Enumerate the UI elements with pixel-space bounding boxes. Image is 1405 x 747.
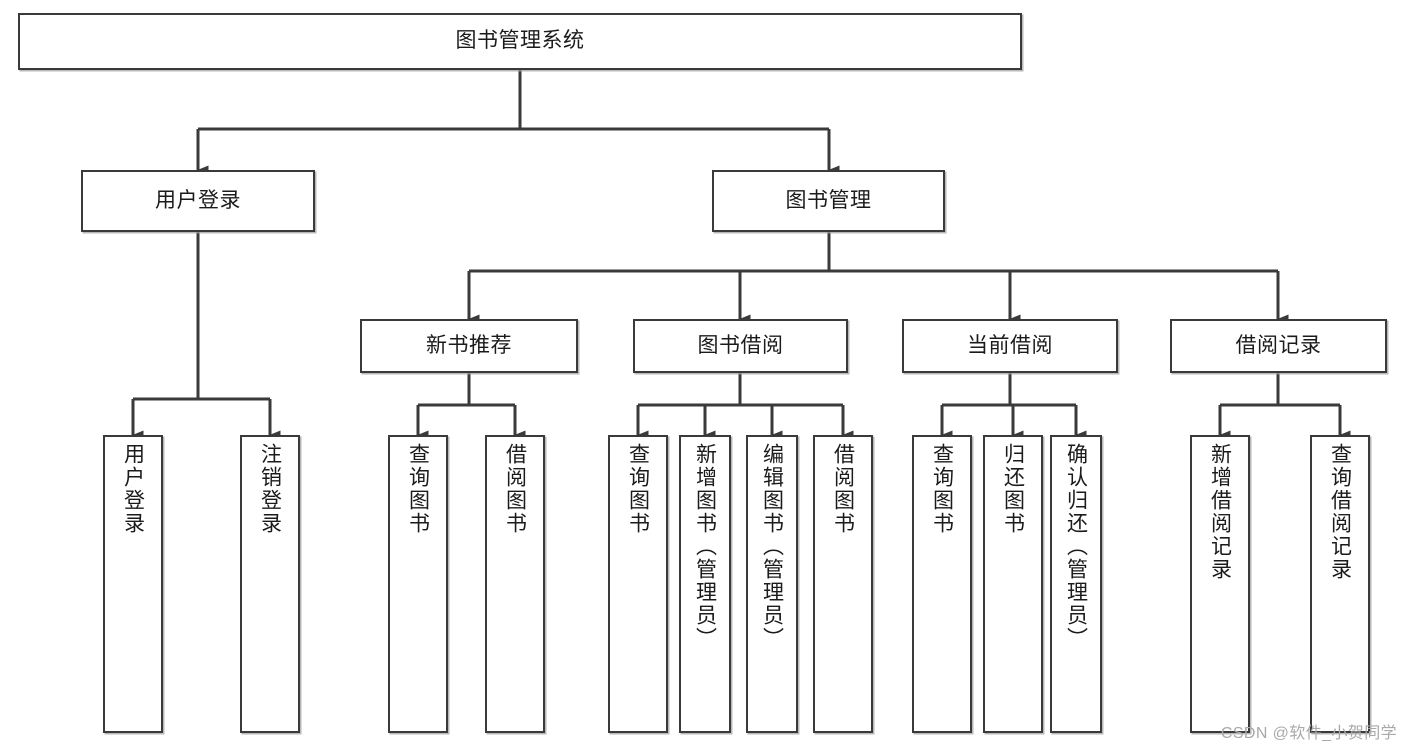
node-leaf-borrow-book-1[interactable]: 借阅图书 — [485, 435, 545, 733]
node-current-borrow[interactable]: 当前借阅 — [902, 319, 1118, 373]
node-leaf-user-logout[interactable]: 注销登录 — [240, 435, 300, 733]
node-leaf-return-book-label: 归还图书 — [1001, 443, 1025, 535]
node-leaf-return-book[interactable]: 归还图书 — [983, 435, 1043, 733]
node-leaf-query-book-2-label: 查询图书 — [626, 443, 650, 535]
node-leaf-user-logout-label: 注销登录 — [258, 443, 282, 535]
node-borrow-record-label: 借阅记录 — [1235, 333, 1322, 357]
node-new-book-recommend-label: 新书推荐 — [426, 333, 512, 357]
node-leaf-query-record-label: 查询借阅记录 — [1328, 443, 1352, 581]
node-leaf-query-book-1[interactable]: 查询图书 — [388, 435, 448, 733]
node-book-borrow[interactable]: 图书借阅 — [633, 319, 848, 373]
node-leaf-edit-book[interactable]: 编辑图书（管理员） — [746, 435, 798, 733]
node-book-borrow-label: 图书借阅 — [697, 333, 784, 357]
node-leaf-add-book[interactable]: 新增图书（管理员） — [679, 435, 731, 733]
watermark-text: CSDN @软件_小贺同学 — [1220, 725, 1397, 742]
node-root-label: 图书管理系统 — [455, 29, 585, 53]
node-leaf-query-book-3[interactable]: 查询图书 — [912, 435, 972, 733]
node-leaf-add-record[interactable]: 新增借阅记录 — [1190, 435, 1250, 733]
node-book-manage[interactable]: 图书管理 — [712, 170, 945, 232]
node-leaf-add-book-label: 新增图书（管理员） — [693, 443, 717, 650]
node-leaf-borrow-book-2-label: 借阅图书 — [831, 443, 855, 535]
node-current-borrow-label: 当前借阅 — [967, 333, 1053, 357]
node-leaf-confirm-return-label: 确认归还（管理员） — [1064, 443, 1088, 650]
node-leaf-user-login-label: 用户登录 — [121, 443, 145, 535]
node-user-login-label: 用户登录 — [155, 188, 241, 212]
node-leaf-query-book-2[interactable]: 查询图书 — [608, 435, 668, 733]
node-leaf-query-record[interactable]: 查询借阅记录 — [1310, 435, 1370, 733]
node-leaf-edit-book-label: 编辑图书（管理员） — [760, 443, 784, 650]
node-leaf-query-book-1-label: 查询图书 — [406, 443, 430, 535]
node-new-book-recommend[interactable]: 新书推荐 — [360, 319, 578, 373]
node-leaf-query-book-3-label: 查询图书 — [930, 443, 954, 535]
node-leaf-user-login[interactable]: 用户登录 — [103, 435, 163, 733]
node-borrow-record[interactable]: 借阅记录 — [1170, 319, 1387, 373]
node-leaf-borrow-book-2[interactable]: 借阅图书 — [813, 435, 873, 733]
node-leaf-confirm-return[interactable]: 确认归还（管理员） — [1050, 435, 1102, 733]
node-user-login[interactable]: 用户登录 — [81, 170, 315, 232]
node-leaf-add-record-label: 新增借阅记录 — [1208, 443, 1232, 581]
node-book-manage-label: 图书管理 — [785, 188, 872, 212]
node-leaf-borrow-book-1-label: 借阅图书 — [503, 443, 527, 535]
node-root[interactable]: 图书管理系统 — [18, 13, 1022, 70]
